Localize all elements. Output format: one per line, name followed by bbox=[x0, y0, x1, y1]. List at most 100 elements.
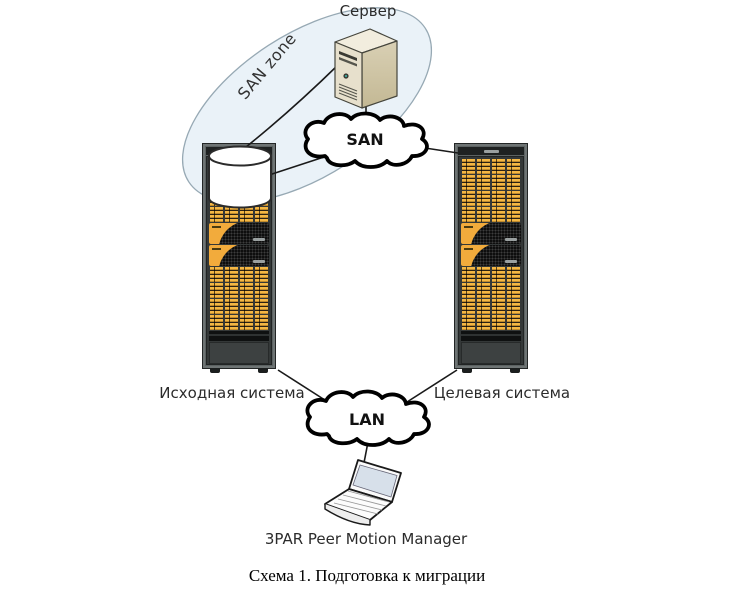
drive-shelf bbox=[461, 283, 521, 298]
server-tower-icon bbox=[334, 28, 398, 109]
drive-sled bbox=[210, 207, 223, 222]
drive-sled bbox=[255, 315, 268, 330]
controller-handle bbox=[253, 238, 265, 241]
drive-sled bbox=[255, 175, 268, 190]
drive-sled bbox=[240, 283, 253, 298]
drive-sled bbox=[507, 175, 520, 190]
laptop-screen bbox=[348, 459, 402, 503]
drive-sled bbox=[255, 267, 268, 282]
drive-shelf bbox=[209, 207, 269, 222]
drive-sled bbox=[492, 207, 505, 222]
drive-sled bbox=[507, 315, 520, 330]
drive-sled bbox=[492, 191, 505, 206]
drive-shelf bbox=[461, 159, 521, 174]
drive-sled bbox=[492, 267, 505, 282]
drive-sled bbox=[225, 191, 238, 206]
drive-sled bbox=[240, 191, 253, 206]
drive-sled bbox=[225, 283, 238, 298]
drive-sled bbox=[210, 267, 223, 282]
drive-sled bbox=[462, 191, 475, 206]
drive-sled bbox=[225, 159, 238, 174]
drive-sled bbox=[462, 315, 475, 330]
drive-shelf bbox=[461, 191, 521, 206]
blank-panel bbox=[209, 342, 269, 364]
drive-shelf bbox=[209, 175, 269, 190]
rack-top-bar bbox=[206, 147, 272, 155]
drive-bay-slot bbox=[339, 51, 357, 61]
drive-sled bbox=[477, 315, 490, 330]
drive-sled bbox=[210, 283, 223, 298]
drive-sled bbox=[255, 283, 268, 298]
controller-handle bbox=[505, 260, 517, 263]
controller-handle bbox=[253, 260, 265, 263]
controller-node bbox=[209, 223, 269, 244]
source-system-label: Исходная система bbox=[159, 384, 305, 402]
drive-shelf bbox=[461, 315, 521, 330]
controller-node bbox=[461, 223, 521, 244]
drive-sled bbox=[240, 267, 253, 282]
drive-sled bbox=[255, 207, 268, 222]
drive-sled bbox=[462, 175, 475, 190]
drive-sled bbox=[255, 191, 268, 206]
san-zone-label: SAN zone bbox=[233, 29, 301, 103]
drive-shelf bbox=[461, 299, 521, 314]
drive-shelf bbox=[209, 159, 269, 174]
power-button bbox=[343, 73, 349, 79]
service-panel bbox=[461, 331, 521, 341]
san-cloud-label: SAN bbox=[346, 130, 384, 149]
controller-node bbox=[209, 245, 269, 266]
drive-sled bbox=[492, 299, 505, 314]
drive-shelf bbox=[209, 267, 269, 282]
drive-sled bbox=[492, 175, 505, 190]
drive-shelf bbox=[209, 283, 269, 298]
drive-sled bbox=[240, 175, 253, 190]
drive-sled bbox=[477, 159, 490, 174]
drive-sled bbox=[507, 267, 520, 282]
source-storage-rack-icon bbox=[202, 143, 276, 373]
drive-sled bbox=[225, 175, 238, 190]
drive-sled bbox=[492, 283, 505, 298]
drive-sled bbox=[225, 267, 238, 282]
service-panel bbox=[209, 331, 269, 341]
drive-shelf bbox=[461, 175, 521, 190]
laptop-base bbox=[324, 488, 393, 521]
blank-panel bbox=[461, 342, 521, 364]
drive-sled bbox=[477, 175, 490, 190]
rack-brand-logo bbox=[483, 149, 499, 153]
server-label: Сервер bbox=[339, 2, 397, 20]
drive-sled bbox=[477, 299, 490, 314]
drive-sled bbox=[210, 175, 223, 190]
drive-sled bbox=[210, 299, 223, 314]
drive-sled bbox=[477, 207, 490, 222]
drive-shelf bbox=[209, 299, 269, 314]
drive-sled bbox=[225, 315, 238, 330]
drive-shelf bbox=[461, 267, 521, 282]
drive-sled bbox=[462, 159, 475, 174]
figure-caption: Схема 1. Подготовка к миграции bbox=[248, 566, 486, 585]
drive-sled bbox=[225, 207, 238, 222]
lan-cloud-label: LAN bbox=[349, 410, 385, 429]
drive-shelf bbox=[209, 191, 269, 206]
laptop-icon bbox=[324, 459, 402, 526]
target-system-label: Целевая система bbox=[433, 384, 571, 402]
drive-sled bbox=[240, 207, 253, 222]
drive-sled bbox=[462, 283, 475, 298]
drive-shelf bbox=[461, 207, 521, 222]
drive-sled bbox=[477, 283, 490, 298]
drive-sled bbox=[240, 299, 253, 314]
drive-sled bbox=[477, 191, 490, 206]
drive-sled bbox=[507, 191, 520, 206]
rack-body bbox=[458, 156, 524, 365]
drive-sled bbox=[492, 159, 505, 174]
drive-sled bbox=[225, 299, 238, 314]
drive-sled bbox=[210, 315, 223, 330]
drive-sled bbox=[255, 299, 268, 314]
drive-sled bbox=[210, 159, 223, 174]
connector-lan-to-laptop bbox=[362, 441, 369, 469]
controller-node bbox=[461, 245, 521, 266]
drive-sled bbox=[462, 299, 475, 314]
controller-handle bbox=[505, 238, 517, 241]
drive-sled bbox=[240, 315, 253, 330]
drive-sled bbox=[492, 315, 505, 330]
